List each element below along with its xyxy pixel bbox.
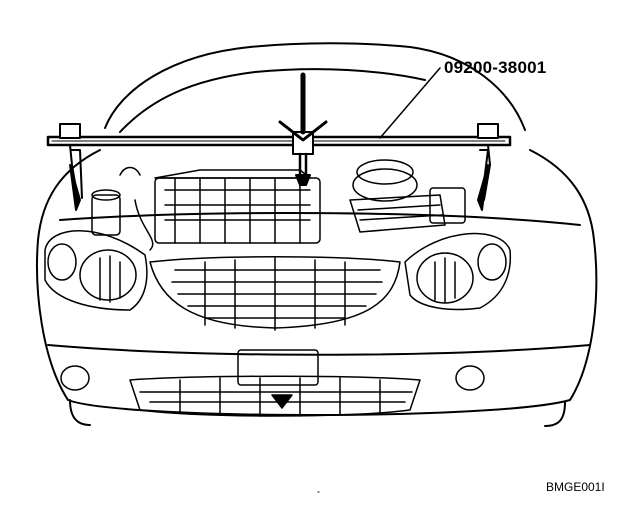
callout-leader [379, 67, 441, 139]
front-grille [149, 256, 401, 331]
tool-number-label: 09200-38001 [444, 58, 547, 77]
lower-bumper [60, 349, 485, 417]
figure-code: BMGE001I [546, 480, 605, 494]
car-body [36, 42, 598, 427]
engine-support-fixture [46, 72, 512, 211]
engine-bay [91, 159, 466, 251]
headlight-right [404, 232, 512, 311]
headlight-left [44, 230, 148, 311]
